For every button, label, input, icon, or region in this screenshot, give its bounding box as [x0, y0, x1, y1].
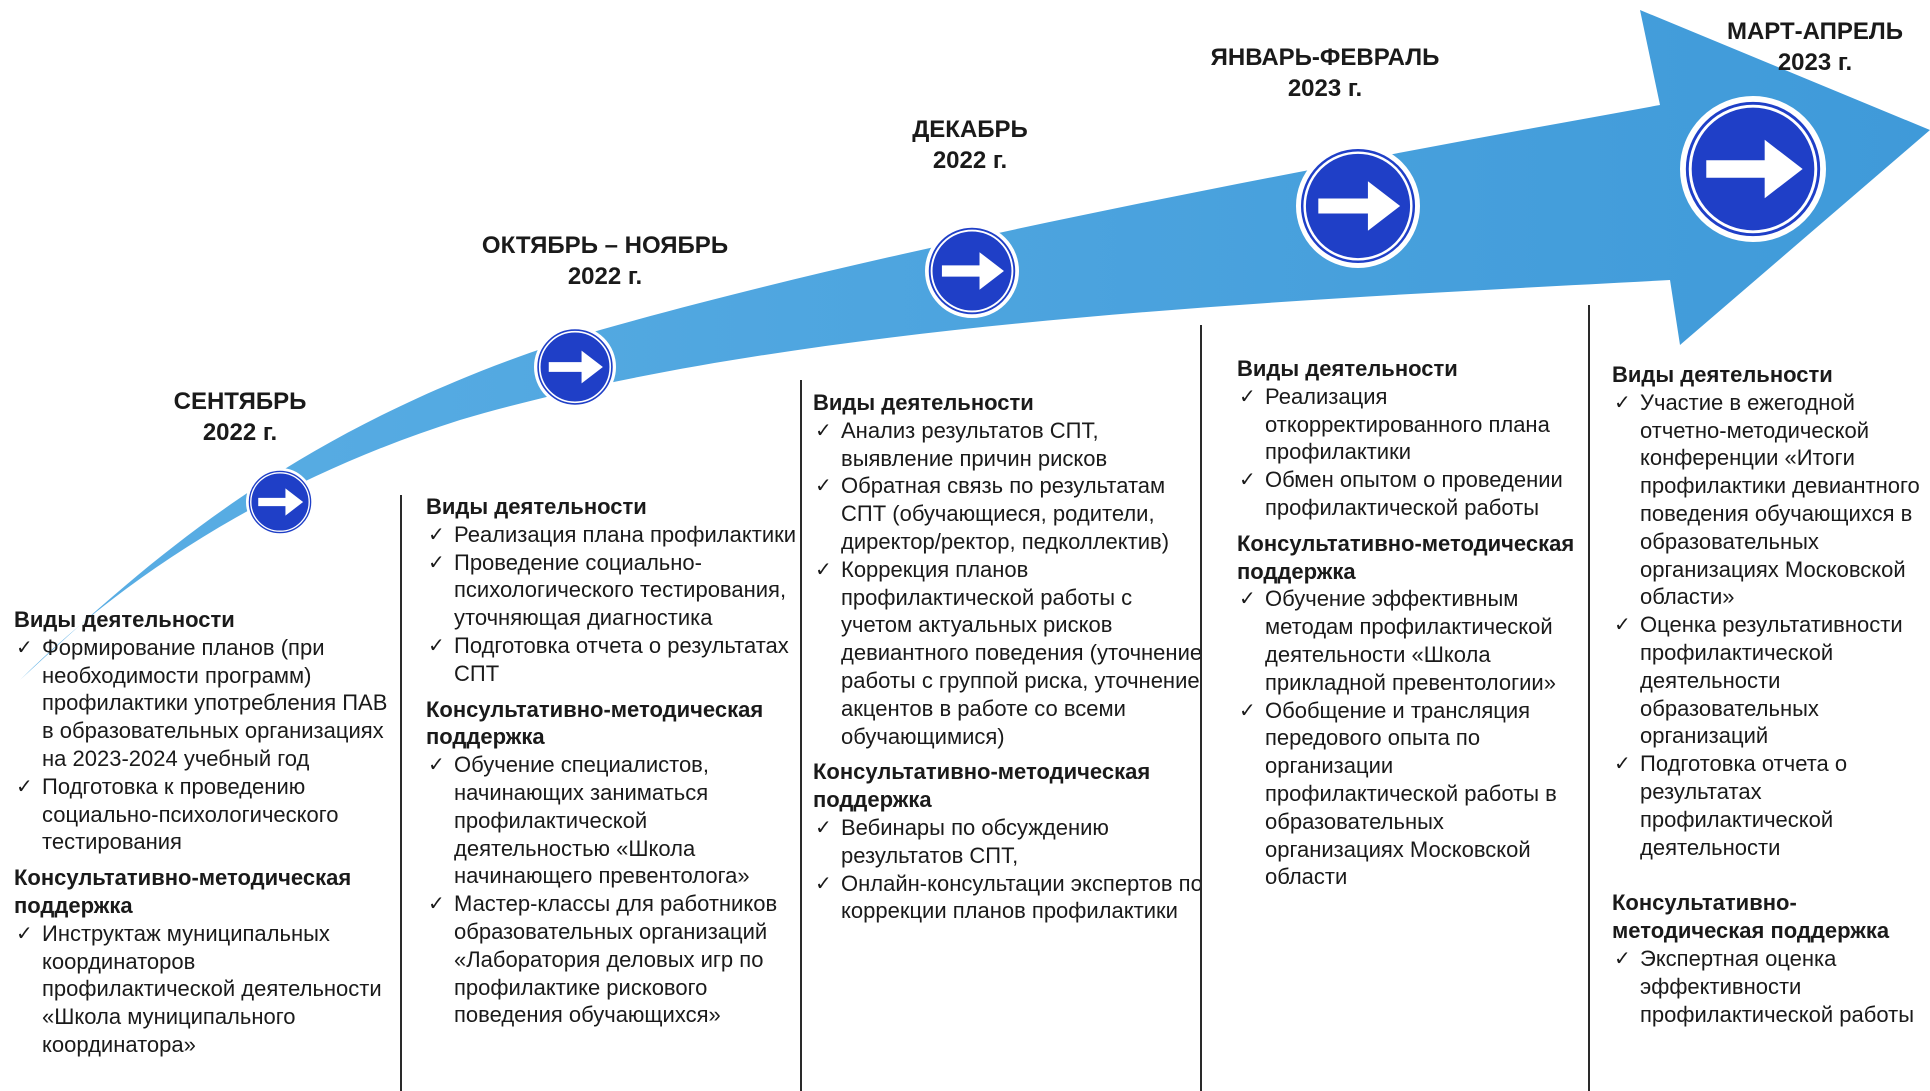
support-list: Экспертная оценка эффективности профилак… [1612, 945, 1927, 1028]
section-title: Консультативно-методическая поддержка [426, 696, 764, 750]
section-title: Виды деятельности [1612, 362, 1833, 387]
support-list: Обучение специалистов, начинающих занима… [426, 751, 806, 1029]
list-item: Подготовка отчета о результатах профилак… [1612, 750, 1927, 861]
list-item: Экспертная оценка эффективности профилак… [1612, 945, 1927, 1028]
right-arrow-circle-icon [1680, 96, 1826, 247]
list-item: Обратная связь по результатам СПТ (обуча… [813, 472, 1203, 555]
period-month: ЯНВАРЬ-ФЕВРАЛЬ [1210, 44, 1440, 71]
column-divider [1200, 325, 1202, 1091]
column-december: Виды деятельности Анализ результатов СПТ… [813, 389, 1203, 925]
section-title: Виды деятельности [1237, 356, 1458, 381]
list-item: Коррекция планов профилактической работы… [813, 556, 1203, 751]
period-month: ДЕКАБРЬ [912, 116, 1028, 143]
list-item: Обучение эффективным методам профилактич… [1237, 585, 1587, 696]
period-month: ОКТЯБРЬ – НОЯБРЬ [481, 232, 729, 259]
section-title: Консультативно-методическая поддержка [813, 759, 1151, 813]
list-item: Обучение специалистов, начинающих занима… [426, 751, 806, 890]
list-item: Обмен опытом о проведении профилактическ… [1237, 466, 1587, 522]
list-item: Подготовка отчета о результатах СПТ [426, 632, 806, 688]
period-year: 2023 г. [1287, 75, 1363, 102]
activity-list: Формирование планов (при необходимости п… [14, 634, 394, 856]
support-list: Обучение эффективным методам профилактич… [1237, 585, 1587, 891]
period-label-october-november: ОКТЯБРЬ – НОЯБРЬ 2022 г. [435, 230, 775, 292]
section-title: Виды деятельности [14, 607, 235, 632]
right-arrow-circle-icon [246, 468, 314, 541]
section-title: Консультативно-методическая поддержка [1237, 530, 1575, 584]
column-september: Виды деятельности Формирование планов (п… [14, 606, 394, 1059]
list-item: Анализ результатов СПТ, выявление причин… [813, 417, 1203, 473]
period-label-march-april: МАРТ-АПРЕЛЬ 2023 г. [1700, 16, 1930, 78]
support-list: Инструктаж муниципальных координаторов п… [14, 920, 394, 1059]
timeline-arrow-body [20, 10, 1930, 680]
list-item: Реализация откорректированного плана про… [1237, 383, 1587, 466]
list-item: Подготовка к проведению социально-психол… [14, 773, 394, 856]
list-item: Проведение социально-психологического те… [426, 549, 806, 632]
list-item: Обобщение и трансляция передового опыта … [1237, 697, 1587, 892]
period-month: МАРТ-АПРЕЛЬ [1726, 18, 1904, 45]
list-item: Инструктаж муниципальных координаторов п… [14, 920, 394, 1059]
list-item: Реализация плана профилактики [426, 521, 806, 549]
support-list: Вебинары по обсуждению результатов СПТ, … [813, 814, 1203, 925]
period-month: СЕНТЯБРЬ [173, 388, 307, 415]
right-arrow-circle-icon [1296, 144, 1420, 273]
list-item: Оценка результативности профилактической… [1612, 611, 1927, 750]
section-title: Виды деятельности [426, 494, 647, 519]
activity-list: Реализация откорректированного плана про… [1237, 383, 1587, 522]
section-title: Виды деятельности [813, 390, 1034, 415]
activity-list: Участие в ежегодной отчетно-методической… [1612, 389, 1927, 862]
period-year: 2022 г. [567, 263, 643, 290]
section-title: Консультативно-методическая поддержка [14, 865, 352, 918]
list-item: Мастер-классы для работников образовател… [426, 890, 806, 1029]
column-divider [800, 380, 802, 1091]
list-item: Вебинары по обсуждению результатов СПТ, [813, 814, 1203, 870]
list-item: Участие в ежегодной отчетно-методической… [1612, 389, 1927, 611]
period-year: 2023 г. [1777, 49, 1853, 76]
period-label-september: СЕНТЯБРЬ 2022 г. [120, 386, 360, 448]
column-divider [1588, 305, 1590, 1091]
right-arrow-circle-icon [925, 224, 1019, 323]
column-october-november: Виды деятельности Реализация плана профи… [426, 493, 806, 1029]
list-item: Онлайн-консультации экспертов по коррекц… [813, 870, 1203, 926]
column-march-april: Виды деятельности Участие в ежегодной от… [1612, 361, 1927, 1028]
column-january-february: Виды деятельности Реализация откорректир… [1237, 355, 1587, 891]
period-year: 2022 г. [932, 147, 1008, 174]
period-label-january-february: ЯНВАРЬ-ФЕВРАЛЬ 2023 г. [1185, 42, 1465, 104]
section-title: Консультативно-методическая поддержка [1612, 890, 1890, 944]
period-label-december: ДЕКАБРЬ 2022 г. [840, 114, 1100, 176]
activity-list: Реализация плана профилактики Проведение… [426, 521, 806, 688]
list-item: Формирование планов (при необходимости п… [14, 634, 394, 773]
activity-list: Анализ результатов СПТ, выявление причин… [813, 417, 1203, 751]
period-year: 2022 г. [202, 419, 278, 446]
right-arrow-circle-icon [534, 326, 616, 413]
column-divider [400, 495, 402, 1091]
